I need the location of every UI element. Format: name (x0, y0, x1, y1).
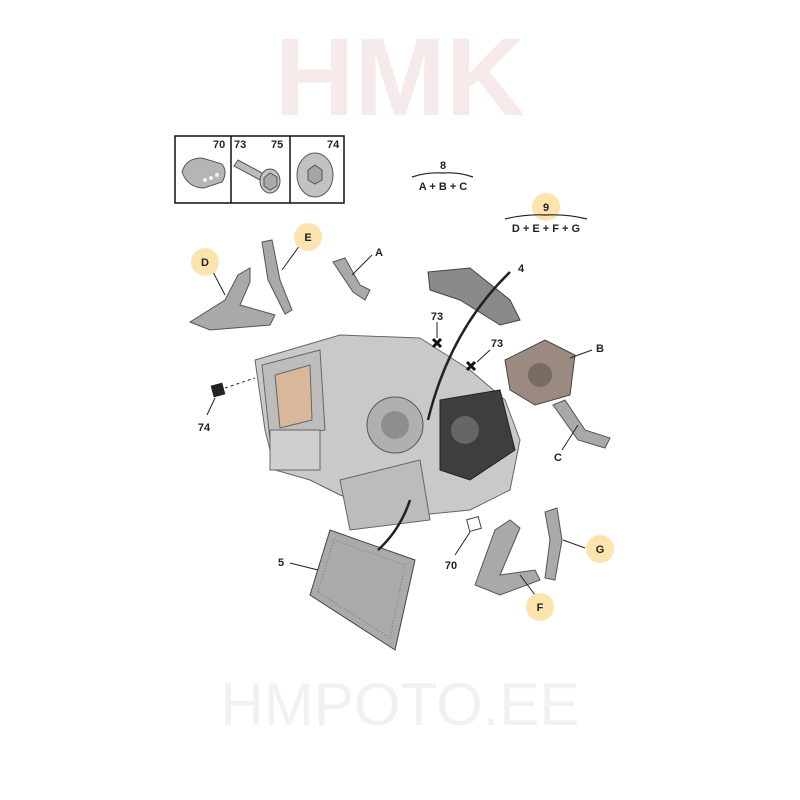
fastener-label-74: 74 (327, 139, 340, 151)
highlight-badge (526, 593, 554, 621)
highlight-badge (191, 248, 219, 276)
callout-g: G (596, 544, 605, 556)
callout-a: A (375, 247, 383, 259)
part-b-actuator (504, 339, 576, 406)
highlight-badge (294, 223, 322, 251)
watermark-bottom: HMPOTO.EE (221, 671, 580, 738)
part-74-square-nut (210, 382, 226, 398)
part-g-lever (544, 507, 563, 581)
kit-components: A + B + C (419, 181, 468, 193)
kit-number: 9 (543, 202, 549, 214)
callout-c: C (554, 452, 562, 464)
washer-nut-icon (296, 152, 334, 198)
kit-9: 9 D + E + F + G (504, 193, 588, 235)
fastener-label-73: 73 (234, 139, 246, 151)
fastener-label-70: 70 (213, 139, 225, 151)
part-d-lever (188, 267, 276, 331)
callout-d: D (201, 257, 209, 269)
part-5-cabin-filter (309, 529, 416, 651)
part-70-clip (466, 516, 482, 532)
fastener-box: 70 73 75 74 (174, 135, 345, 204)
part-73-screw-mark (465, 360, 477, 372)
part-a-rod (332, 257, 371, 301)
clip-nut-icon (181, 157, 226, 189)
part-c-rod (552, 399, 611, 449)
part-e-lever (261, 239, 293, 315)
part-4-duct (427, 267, 521, 326)
leader-lines (206, 244, 593, 596)
kit-8: 8 A + B + C (411, 160, 474, 193)
kit-components: D + E + F + G (512, 223, 580, 235)
callout-b: B (596, 343, 604, 355)
highlight-badge (586, 535, 614, 563)
highlight-badge (532, 193, 560, 221)
fastener-label-75: 75 (271, 139, 283, 151)
callout-74: 74 (198, 422, 211, 434)
callout-4: 4 (518, 263, 525, 275)
callout-70: 70 (445, 560, 457, 572)
callout-5: 5 (278, 557, 284, 569)
callout-e: E (304, 232, 311, 244)
hvac-unit (254, 334, 521, 531)
callout-73: 73 (431, 311, 443, 323)
screw-icon (233, 159, 281, 194)
kit-number: 8 (440, 160, 446, 172)
part-f-lever (474, 519, 541, 596)
watermark-top: HMK (275, 16, 526, 139)
part-73-screw-mark (431, 337, 443, 349)
callout-f: F (537, 602, 544, 614)
callout-73: 73 (491, 338, 503, 350)
